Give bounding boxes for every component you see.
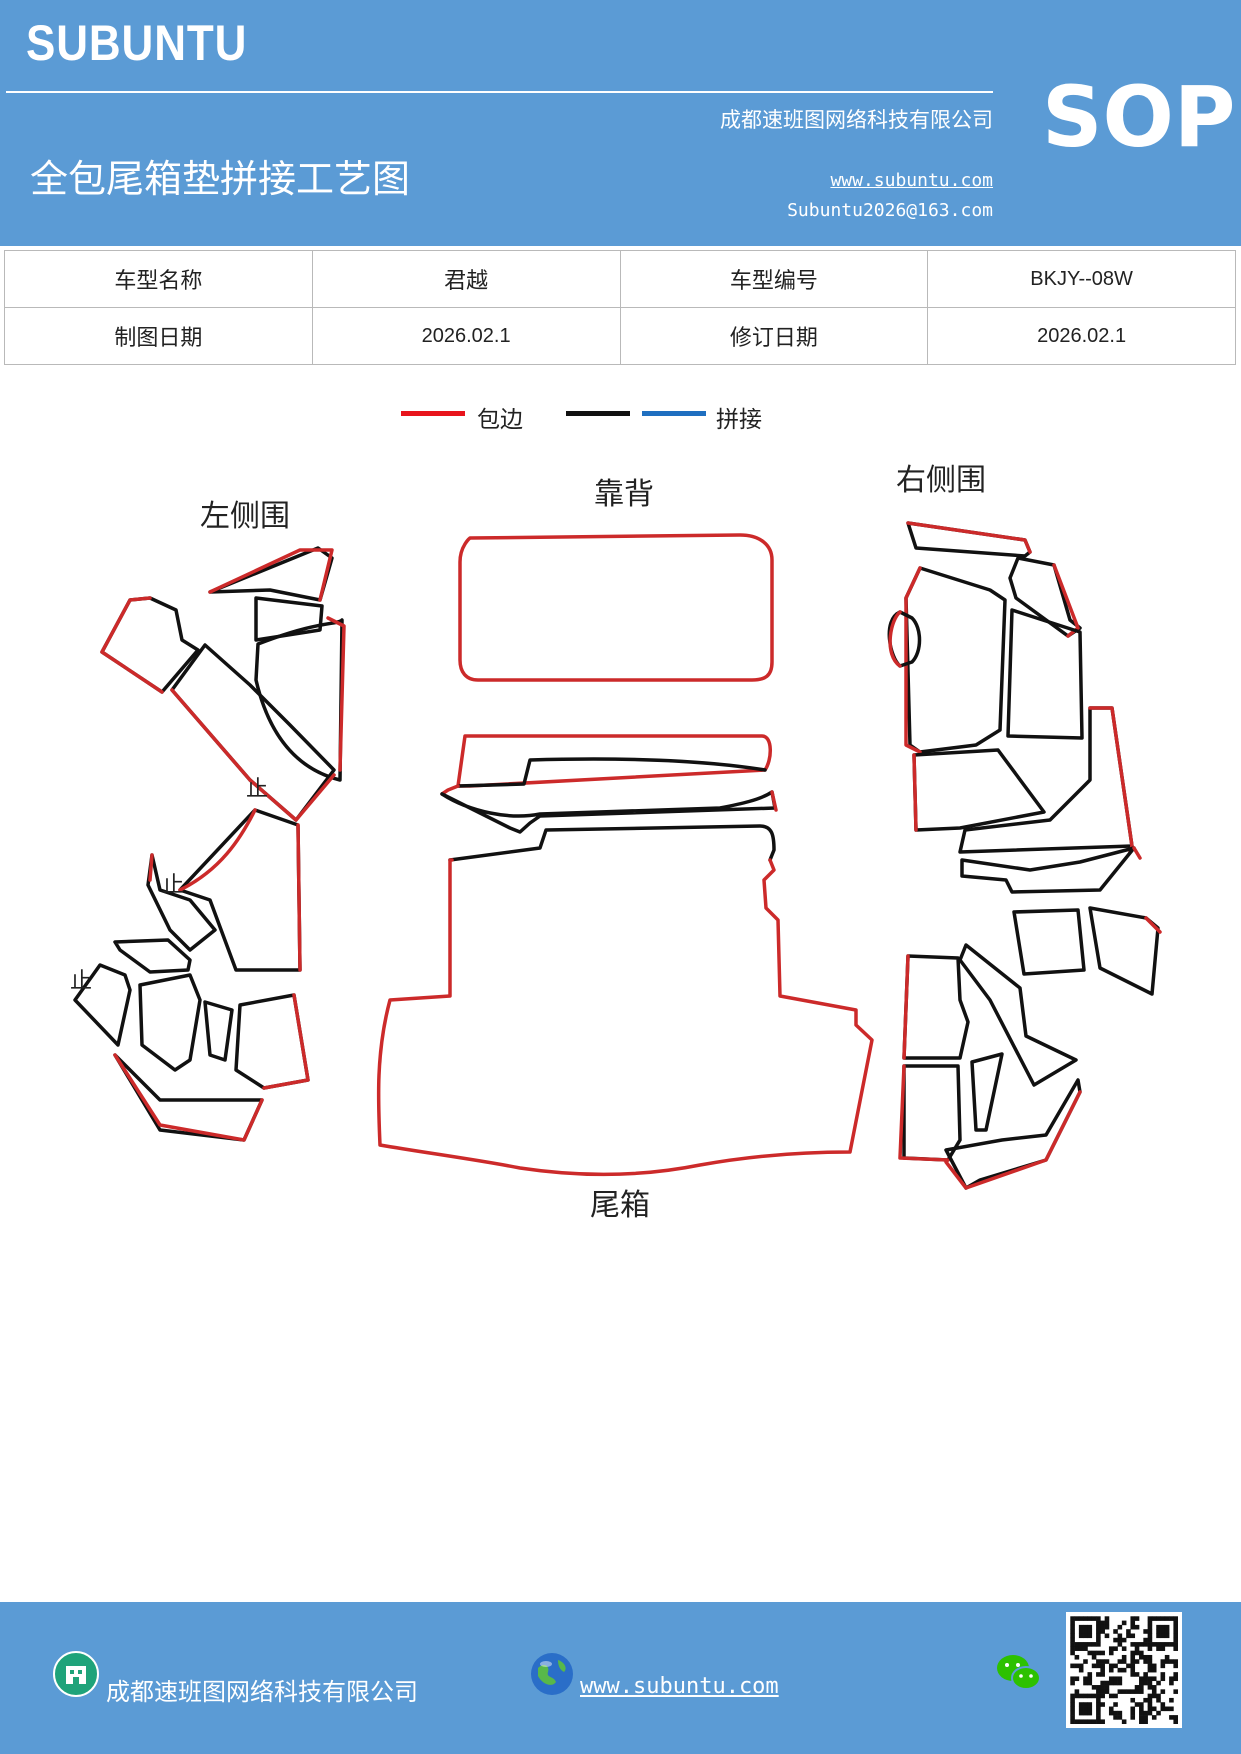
label-stop-1: 止 — [246, 777, 268, 802]
wechat-icon[interactable] — [996, 1652, 1042, 1694]
header-divider — [6, 91, 993, 93]
globe-icon — [531, 1653, 573, 1695]
company-name: 成都速班图网络科技有限公司 — [720, 108, 993, 132]
qr-code — [1066, 1612, 1182, 1728]
footer-banner: 成都速班图网络科技有限公司 www.subuntu.com — [0, 1602, 1241, 1754]
label-stop-2: 止 — [162, 873, 184, 898]
value-draw-date: 2026.02.1 — [311, 307, 621, 365]
table-row: 车型名称 君越 车型编号 BKJY--08W — [4, 250, 1236, 308]
brand-logo: SUBUNTU — [26, 15, 248, 71]
label-revise-date: 修订日期 — [619, 307, 929, 365]
email-address[interactable]: Subuntu2026@163.com — [787, 200, 993, 221]
company-building-icon — [53, 1651, 99, 1697]
right-side-panel — [887, 521, 1162, 1190]
footer-website-link[interactable]: www.subuntu.com — [580, 1674, 779, 1699]
value-model-name: 君越 — [311, 250, 621, 308]
legend: 包边 拼接 — [0, 400, 1241, 440]
label-right-side: 右侧围 — [896, 463, 986, 498]
sop-badge: SOP — [1042, 68, 1236, 166]
header-banner: SUBUNTU 成都速班图网络科技有限公司 全包尾箱垫拼接工艺图 www.sub… — [0, 0, 1241, 246]
mat-diagram: 左侧围 靠背 右侧围 尾箱 止 止 止 — [70, 463, 1162, 1223]
label-backrest: 靠背 — [594, 477, 654, 512]
website-link[interactable]: www.subuntu.com — [830, 170, 993, 191]
legend-label-seam: 拼接 — [716, 407, 762, 433]
page-title: 全包尾箱垫拼接工艺图 — [30, 157, 411, 201]
value-revise-date: 2026.02.1 — [927, 307, 1236, 365]
legend-label-edge: 包边 — [477, 407, 523, 433]
legend-swatch-seam-black — [566, 411, 630, 416]
backrest-panel — [440, 533, 778, 834]
table-row: 制图日期 2026.02.1 修订日期 2026.02.1 — [4, 307, 1236, 365]
trunk-floor-panel — [376, 824, 874, 1177]
legend-swatch-seam-blue — [642, 411, 706, 416]
label-model-code: 车型编号 — [619, 250, 929, 308]
label-trunk: 尾箱 — [590, 1188, 650, 1223]
footer-company-name: 成都速班图网络科技有限公司 — [106, 1678, 418, 1706]
label-model-name: 车型名称 — [4, 250, 313, 308]
left-side-panel — [73, 546, 346, 1142]
qr-code-pattern — [1070, 1616, 1179, 1725]
info-table: 车型名称 君越 车型编号 BKJY--08W 制图日期 2026.02.1 修订… — [4, 250, 1236, 365]
value-model-code: BKJY--08W — [927, 250, 1236, 308]
label-left-side: 左侧围 — [200, 499, 290, 534]
legend-swatch-edge — [401, 411, 465, 416]
label-stop-3: 止 — [70, 969, 92, 994]
label-draw-date: 制图日期 — [4, 307, 313, 365]
